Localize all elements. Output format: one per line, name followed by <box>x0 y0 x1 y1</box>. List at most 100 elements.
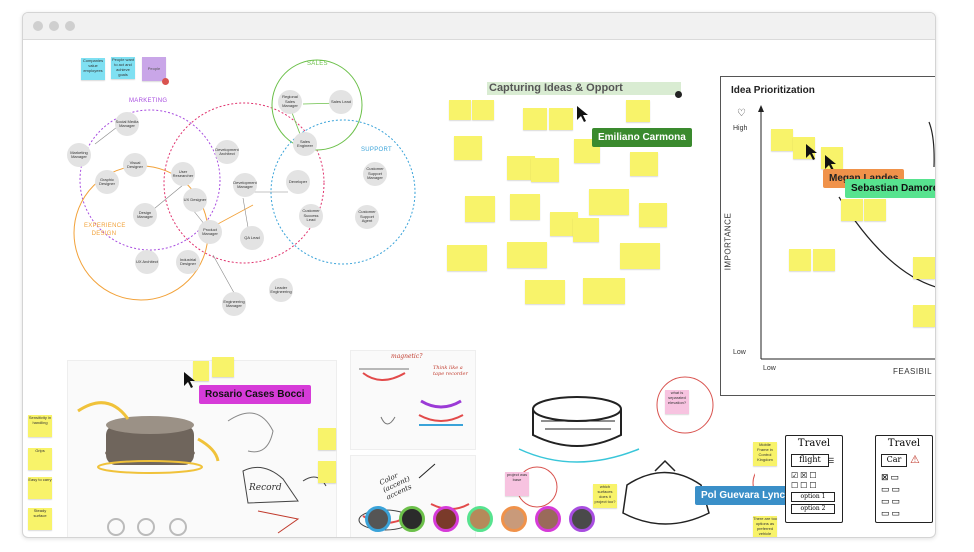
sticky-note[interactable] <box>531 158 559 182</box>
avatar[interactable] <box>569 506 595 532</box>
sticky-note[interactable] <box>449 100 471 120</box>
note-text: which surfaces does it project too? <box>594 484 616 504</box>
note-text: Easy to carry <box>28 477 52 482</box>
note-mobile-frame[interactable]: Mobile Frame in Control Kingdom <box>753 442 777 466</box>
node-sales-lead[interactable]: Sales Lead <box>329 90 353 114</box>
sticky-note[interactable] <box>510 194 540 220</box>
node-label: User Researcher <box>172 168 194 178</box>
sticky-note[interactable] <box>583 278 625 304</box>
note-separated-elevation[interactable]: what is separated elevation? <box>665 390 689 414</box>
note-companies[interactable]: Companies value employees <box>81 58 105 80</box>
node-label: UX Architect <box>135 258 158 264</box>
travel-title: Travel <box>887 438 921 449</box>
avatar[interactable] <box>399 506 425 532</box>
sticky-note[interactable] <box>913 305 935 327</box>
node-development-manager[interactable]: Development Manager <box>233 173 257 197</box>
node-design-manager[interactable]: Design Manager <box>133 203 157 227</box>
node-qa-lead[interactable]: QA Lead <box>240 226 264 250</box>
node-marketing-manager[interactable]: Marketing Manager <box>67 143 91 167</box>
node-development-architect[interactable]: Development Architect <box>215 140 239 164</box>
sticky-note[interactable] <box>573 218 599 242</box>
node-graphic-designer[interactable]: Graphic Designer <box>95 170 119 194</box>
sticky-note[interactable] <box>771 129 793 151</box>
sticky-note[interactable] <box>193 361 209 381</box>
sticky-note[interactable] <box>864 199 886 221</box>
note-text: project was base <box>506 472 528 482</box>
note-project-base[interactable]: project was base <box>505 472 529 496</box>
sticky-note[interactable] <box>472 100 494 120</box>
travel-wireframe-flight[interactable]: Travel flight ☰ ☑☒☐ ☐☐☐ option 1 option … <box>785 435 843 523</box>
node-developer[interactable]: Developer <box>286 170 310 194</box>
sticky-note[interactable] <box>525 280 565 304</box>
node-industrial-designer[interactable]: Industrial Designer <box>176 250 200 274</box>
idea-prioritization-board: Idea Prioritization ♡ High Low Low IMPOR… <box>720 76 935 396</box>
node-ux-designer[interactable]: UX Designer <box>183 188 207 212</box>
cursor-arrow-icon <box>184 372 195 388</box>
avatar[interactable] <box>433 506 459 532</box>
avatar[interactable] <box>467 506 493 532</box>
note-surfaces[interactable]: which surfaces does it project too? <box>593 484 617 508</box>
heart-icon: ♡ <box>737 108 746 119</box>
close-window-button[interactable] <box>33 21 43 31</box>
note-options[interactable]: There are too options as preferred vehic… <box>753 516 777 537</box>
node-product-manager[interactable]: Product Manager <box>198 220 222 244</box>
sticky-note-sensitivity[interactable]: Sensitivity in handling <box>28 415 52 437</box>
note-people-want[interactable]: People want to act and achieve goals <box>111 57 135 79</box>
node-engineering-manager[interactable]: Engineering Manager <box>222 292 246 316</box>
option-1-row[interactable]: option 1 <box>791 492 835 502</box>
node-user-researcher[interactable]: User Researcher <box>171 162 195 186</box>
node-label: Development Manager <box>233 179 257 189</box>
sticky-note[interactable] <box>589 189 629 215</box>
node-sales-engineer[interactable]: Sales Engineer <box>293 132 317 156</box>
car-field[interactable]: Car <box>881 454 907 467</box>
sticky-note[interactable] <box>626 100 650 122</box>
option-text: option 1 <box>800 493 826 500</box>
sticky-note[interactable] <box>318 428 336 450</box>
sticky-note[interactable] <box>813 249 835 271</box>
sticky-note[interactable] <box>549 108 573 130</box>
node-ux-architect[interactable]: UX Architect <box>135 250 159 274</box>
whiteboard-canvas[interactable]: Companies value employees People want to… <box>23 40 935 537</box>
flight-field[interactable]: flight <box>791 454 829 467</box>
device-sketch-illustration <box>516 376 755 525</box>
sticky-note-easy-carry[interactable]: Easy to carry <box>28 477 52 499</box>
node-social-media-manager[interactable]: Social Media Manager <box>115 112 139 136</box>
maximize-window-button[interactable] <box>65 21 75 31</box>
travel-wireframe-car[interactable]: Travel Car ⚠ ⊠▭ ▭▭ ▭▭ ▭▭ <box>875 435 933 523</box>
sticky-note[interactable] <box>465 196 495 222</box>
node-regional-sales-manager[interactable]: Regional Sales Manager <box>278 90 302 114</box>
warning-icon: ⚠ <box>910 454 920 466</box>
sticky-note[interactable] <box>212 357 234 377</box>
sticky-note-grips[interactable]: Grips <box>28 448 52 470</box>
sticky-note[interactable] <box>789 249 811 271</box>
prioritization-axes <box>758 105 935 360</box>
node-leader-engineering[interactable]: Leader Engineering <box>269 278 293 302</box>
sticky-note[interactable] <box>454 136 482 160</box>
sticky-note-steady[interactable]: Steady surface <box>28 508 52 530</box>
avatar[interactable] <box>365 506 391 532</box>
minimize-window-button[interactable] <box>49 21 59 31</box>
sticky-note[interactable] <box>507 156 535 180</box>
node-visual-designer[interactable]: Visual Designer <box>123 153 147 177</box>
sticky-note[interactable] <box>639 203 667 227</box>
sticky-note[interactable] <box>447 245 487 271</box>
sticky-note[interactable] <box>841 199 863 221</box>
sticky-note[interactable] <box>318 461 336 483</box>
node-customer-support-agent[interactable]: Customer Support Agent <box>355 205 379 229</box>
node-label: Sales Engineer <box>296 138 313 148</box>
sticky-note[interactable] <box>620 243 660 269</box>
sticky-note[interactable] <box>913 257 935 279</box>
sticky-note[interactable] <box>630 152 658 176</box>
sticky-note[interactable] <box>507 242 547 268</box>
avatar[interactable] <box>501 506 527 532</box>
sticky-note[interactable] <box>523 108 547 130</box>
note-text: Steady surface <box>33 508 47 518</box>
node-customer-support-manager[interactable]: Customer Support Manager <box>363 162 387 186</box>
avatar[interactable] <box>535 506 561 532</box>
option-2-row[interactable]: option 2 <box>791 504 835 514</box>
board-title-capturing[interactable]: Capturing Ideas & Opport <box>487 82 681 95</box>
node-label: Leader Engineering <box>270 284 292 294</box>
field-text: flight <box>799 455 821 464</box>
note-people[interactable]: People <box>142 57 166 81</box>
node-customer-success-lead[interactable]: Customer Success Lead <box>299 204 323 228</box>
